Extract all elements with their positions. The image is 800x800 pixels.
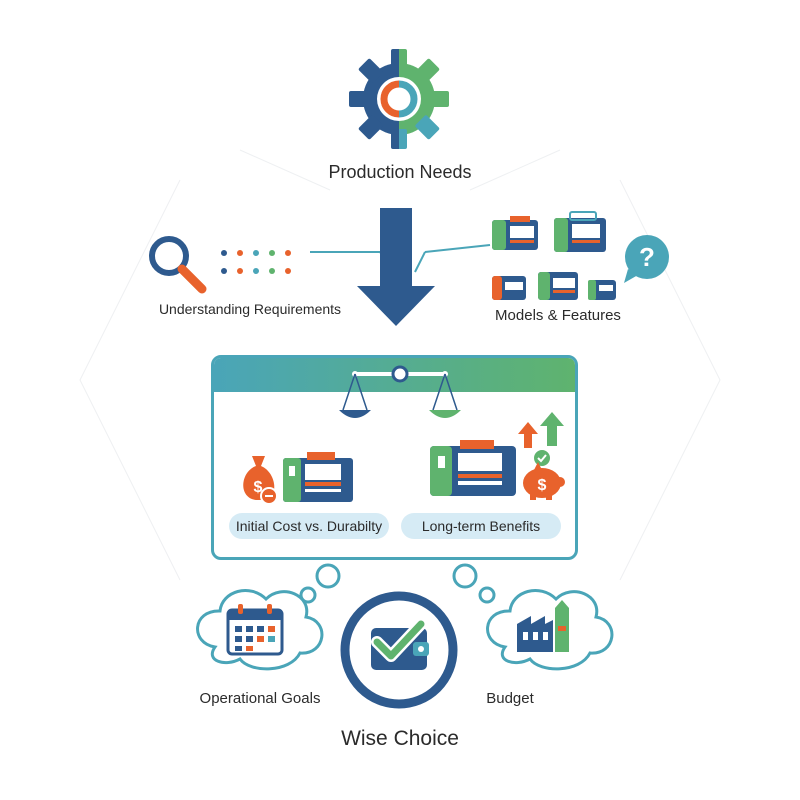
growth-arrows-icon <box>518 412 564 466</box>
models-features-label: Models & Features <box>495 307 621 324</box>
magnifier-icon <box>149 236 207 294</box>
understanding-requirements-label: Understanding Requirements <box>158 301 342 317</box>
machine-icons <box>492 211 616 300</box>
wise-choice-label: Wise Choice <box>341 727 459 750</box>
machine-icon <box>283 452 353 502</box>
question-bubble-icon: ? <box>624 235 669 283</box>
piggy-bank-icon: $ <box>523 462 565 500</box>
operational-goals-label: Operational Goals <box>199 690 321 707</box>
balance-scale-icon <box>339 365 461 418</box>
calendar-icon <box>226 604 284 656</box>
machine-icon <box>430 440 516 496</box>
initial-cost-pill: Initial Cost vs. Durabilty <box>229 513 389 539</box>
svg-text:?: ? <box>639 242 655 272</box>
factory-icon <box>517 600 569 652</box>
svg-text:$: $ <box>254 479 263 496</box>
requirement-dots <box>221 250 291 274</box>
long-term-benefits-pill: Long-term Benefits <box>401 513 561 539</box>
gear-icon <box>349 49 449 149</box>
budget-label: Budget <box>486 690 534 707</box>
wallet-check-icon <box>340 591 458 709</box>
down-arrow <box>310 208 491 326</box>
svg-text:$: $ <box>538 477 547 494</box>
page-title: Production Needs <box>328 162 472 182</box>
money-bag-icon: $ <box>243 456 278 505</box>
